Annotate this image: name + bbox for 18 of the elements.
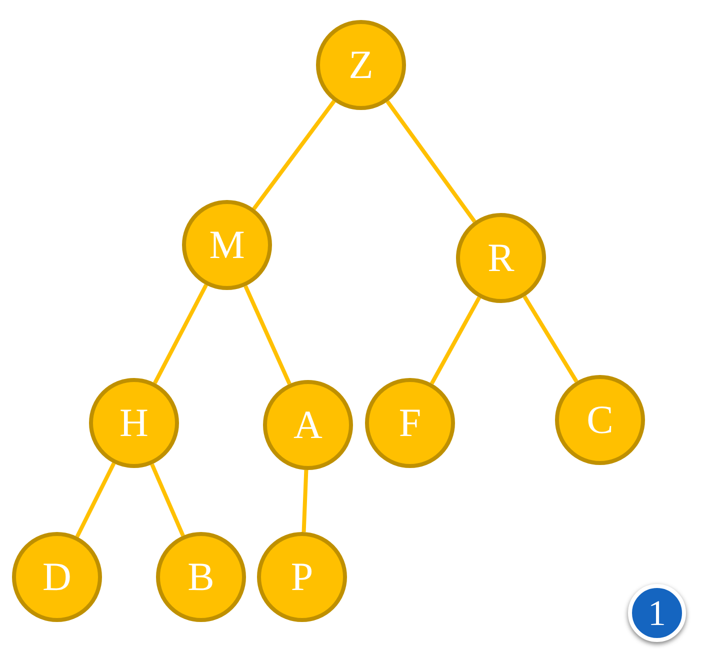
connector-line [153, 284, 208, 384]
node-label: D [42, 557, 72, 597]
node-label: C [586, 400, 614, 440]
node-label: B [188, 557, 214, 597]
node-label: M [209, 225, 245, 265]
connector-line [522, 295, 578, 383]
node-label: H [120, 403, 148, 443]
node-label: 1 [648, 595, 666, 631]
node-label: A [294, 405, 322, 445]
connector-line [75, 462, 116, 538]
connector-line [386, 100, 476, 223]
node-label: F [398, 403, 422, 443]
connector-line [252, 100, 336, 210]
connector-line [430, 296, 482, 385]
connector-line [302, 470, 308, 532]
node-label: P [290, 557, 314, 597]
node-label: R [488, 238, 514, 278]
node-label: Z [348, 45, 374, 85]
